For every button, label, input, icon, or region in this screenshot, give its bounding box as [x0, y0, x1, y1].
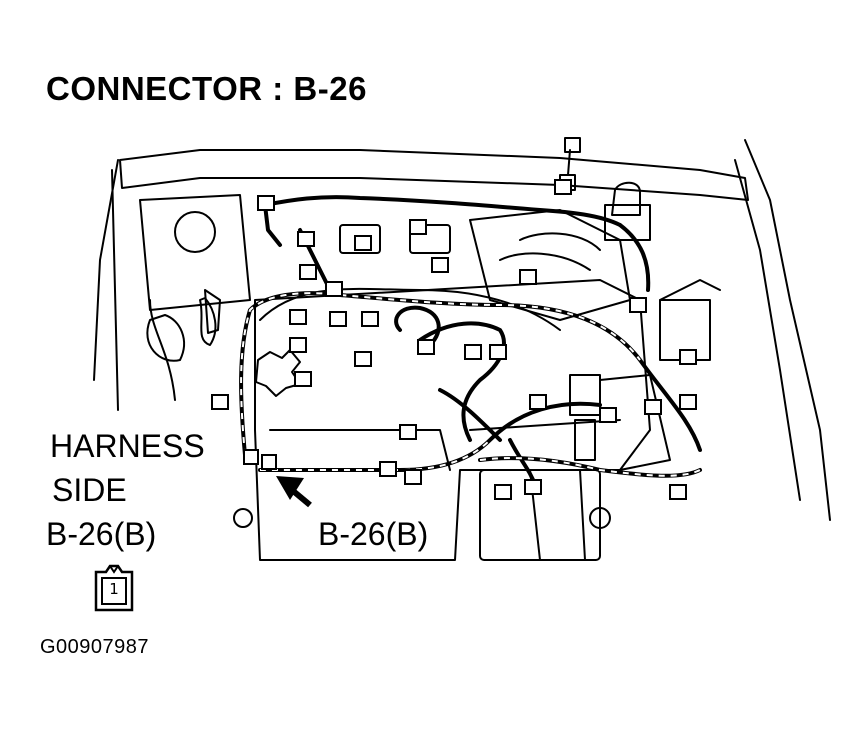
connector	[257, 195, 275, 211]
connector-b26-b	[261, 454, 277, 470]
reservoir-left	[146, 314, 185, 362]
harness-connector-label: B-26(B)	[46, 516, 157, 552]
connector-b26-a	[243, 449, 259, 465]
connector-face-icon	[94, 564, 134, 612]
pin-number: 1	[109, 580, 119, 598]
callout-arrow	[276, 476, 312, 508]
hood-edge	[119, 149, 749, 201]
oil-filler-cap	[255, 349, 301, 397]
harness-main-upper	[263, 195, 622, 227]
right-fender-edge	[744, 139, 831, 521]
figure-id: G00907987	[40, 636, 150, 658]
page-title: CONNECTOR : B-26	[46, 70, 367, 107]
callout-label: B-26(B)	[318, 516, 429, 552]
harness-side-label: HARNESS	[50, 428, 205, 464]
strut-top-left	[174, 211, 216, 253]
harness-side-label-2: SIDE	[52, 472, 127, 508]
